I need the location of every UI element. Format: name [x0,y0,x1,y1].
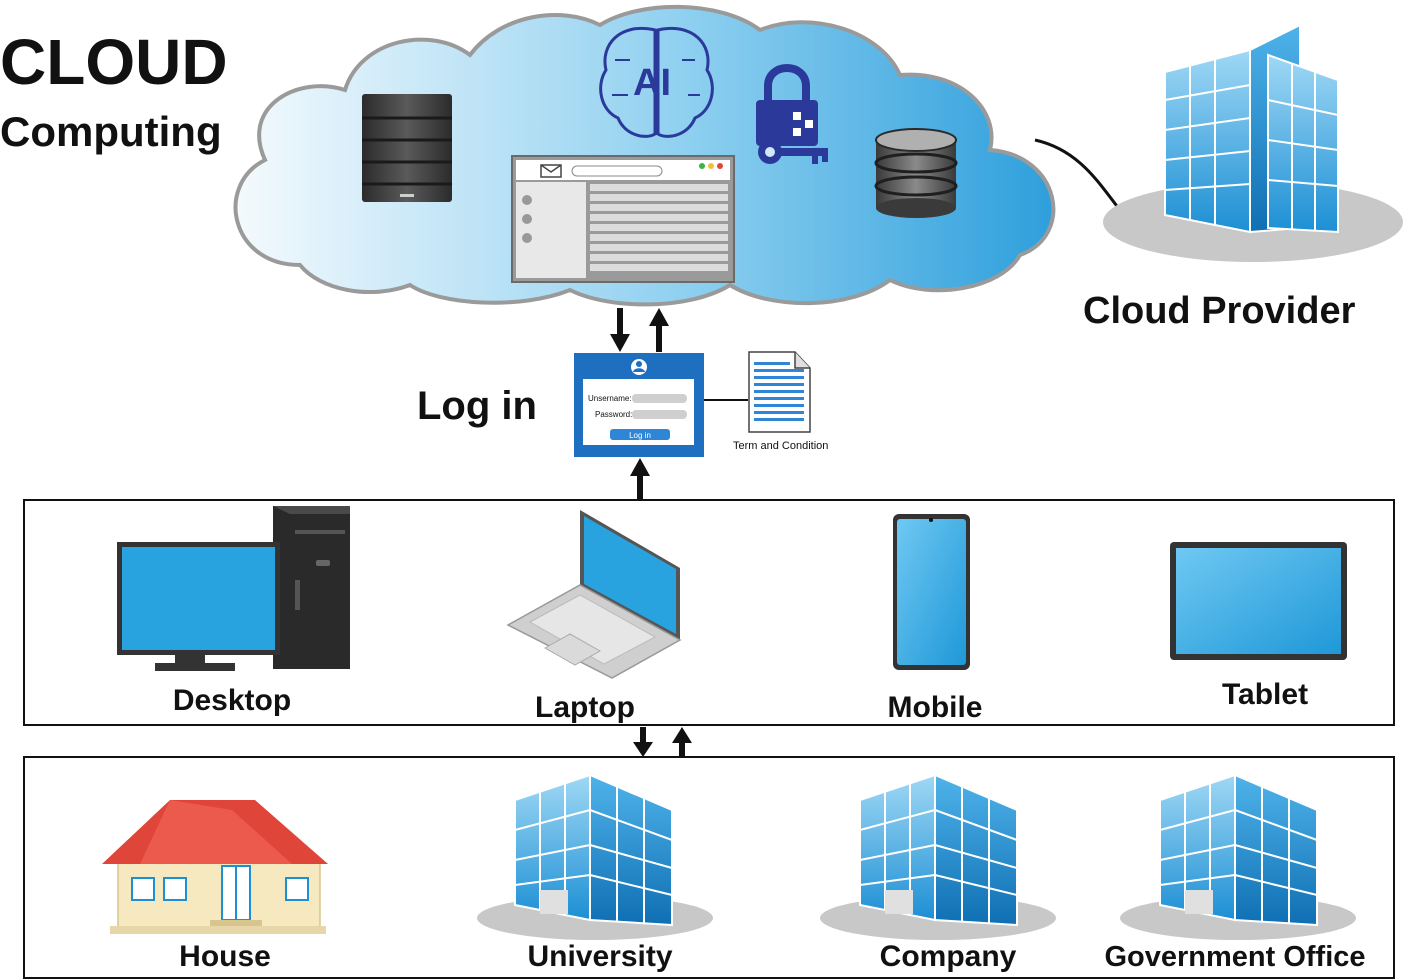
device-label-desktop: Desktop [173,684,291,717]
login-button[interactable] [610,429,670,440]
device-label-tablet: Tablet [1222,678,1308,711]
title-computing: Computing [0,108,222,155]
username-label: Unsername: [588,394,632,403]
ai-badge: AI [633,62,671,104]
username-field[interactable] [632,394,687,403]
location-label-university: University [527,940,672,973]
laptop-icon [506,510,682,679]
device-label-laptop: Laptop [535,691,635,724]
server-icon [362,94,452,202]
cloud-provider-building [1103,23,1403,262]
tablet-icon [1170,542,1347,660]
cloud-login-arrows [610,308,669,352]
login-button-label: Log in [629,431,651,440]
location-label-house: House [179,940,271,973]
house-icon [102,800,328,934]
login-heading: Log in [417,384,537,428]
login-form: Unsername: Password: Log in [574,353,704,457]
terms-label[interactable]: Term and Condition [733,440,828,452]
location-label-government-office: Government Office [1104,941,1365,973]
title-cloud: CLOUD [0,26,228,98]
brain-ai-icon: AI [599,27,714,138]
password-label: Password: [595,410,632,419]
mobile-icon [893,514,970,670]
government-office-building [1120,773,1356,940]
company-building [820,773,1056,940]
email-window-icon [511,155,735,283]
database-icon [874,128,958,218]
lock-key-icon [756,64,828,164]
desktop-icon [117,506,350,671]
document-icon [748,351,811,433]
cloud-provider-label: Cloud Provider [1083,290,1356,332]
login-device-arrow [630,458,650,500]
device-location-arrows [633,727,692,757]
device-label-mobile: Mobile [888,691,983,724]
location-label-company: Company [880,940,1017,973]
university-building [477,773,713,940]
password-field[interactable] [632,410,687,419]
